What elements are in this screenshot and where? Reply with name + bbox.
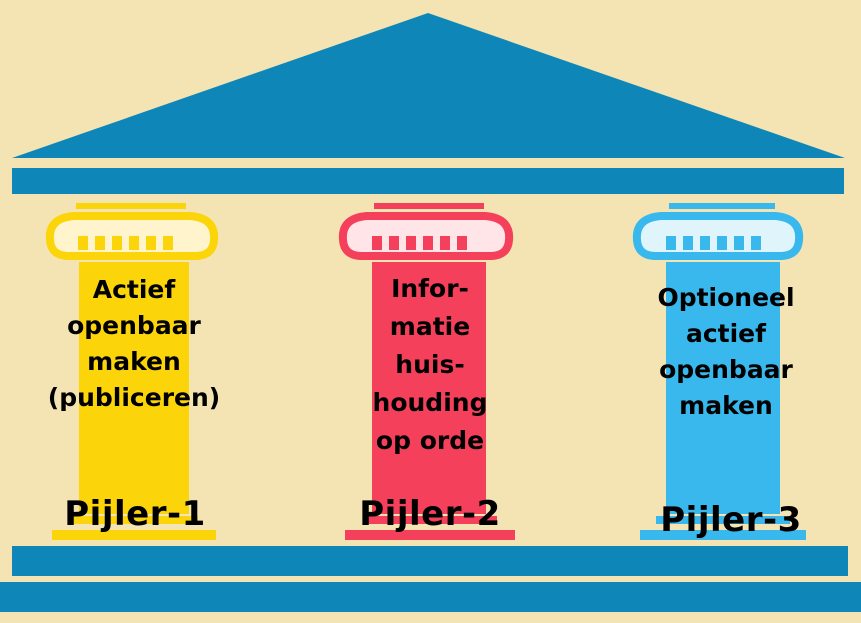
pillar-2-description: Infor- matie huis- houding op orde (340, 270, 520, 460)
pillar-2-line: houding (372, 388, 488, 417)
pillar-3-title: Pijler-3 (660, 500, 802, 540)
pillar-2-shape (338, 203, 515, 540)
roof-beam (12, 168, 844, 194)
pillar-1-line: Actief (92, 275, 176, 304)
pillar-1-line: (publiceren) (47, 383, 221, 412)
pillar-2-line: Infor- (391, 274, 469, 303)
base-step-lower (0, 582, 861, 612)
pillar-3-description: Optioneel actief openbaar maken (626, 280, 826, 424)
pillar-3-line: Optioneel (657, 283, 795, 312)
roof-pediment (12, 13, 845, 158)
pillar-3-line: maken (679, 391, 773, 420)
pillar-1-line: maken (87, 347, 181, 376)
pillar-1-description: Actief openbaar maken (publiceren) (34, 272, 234, 416)
pillar-3-line: openbaar (659, 355, 793, 384)
pillar-2-line: op orde (375, 426, 485, 455)
pillar-2-title: Pijler-2 (359, 494, 501, 534)
pillar-2-line: matie (389, 312, 471, 341)
pillar-1-title: Pijler-1 (64, 494, 206, 534)
pillar-3-shape (632, 203, 806, 540)
pillar-3-line: actief (685, 319, 767, 348)
base-step-upper (12, 546, 848, 576)
pillar-1-shape (45, 203, 219, 540)
pillar-1-line: openbaar (67, 311, 201, 340)
pillar-2-line: huis- (395, 350, 465, 379)
